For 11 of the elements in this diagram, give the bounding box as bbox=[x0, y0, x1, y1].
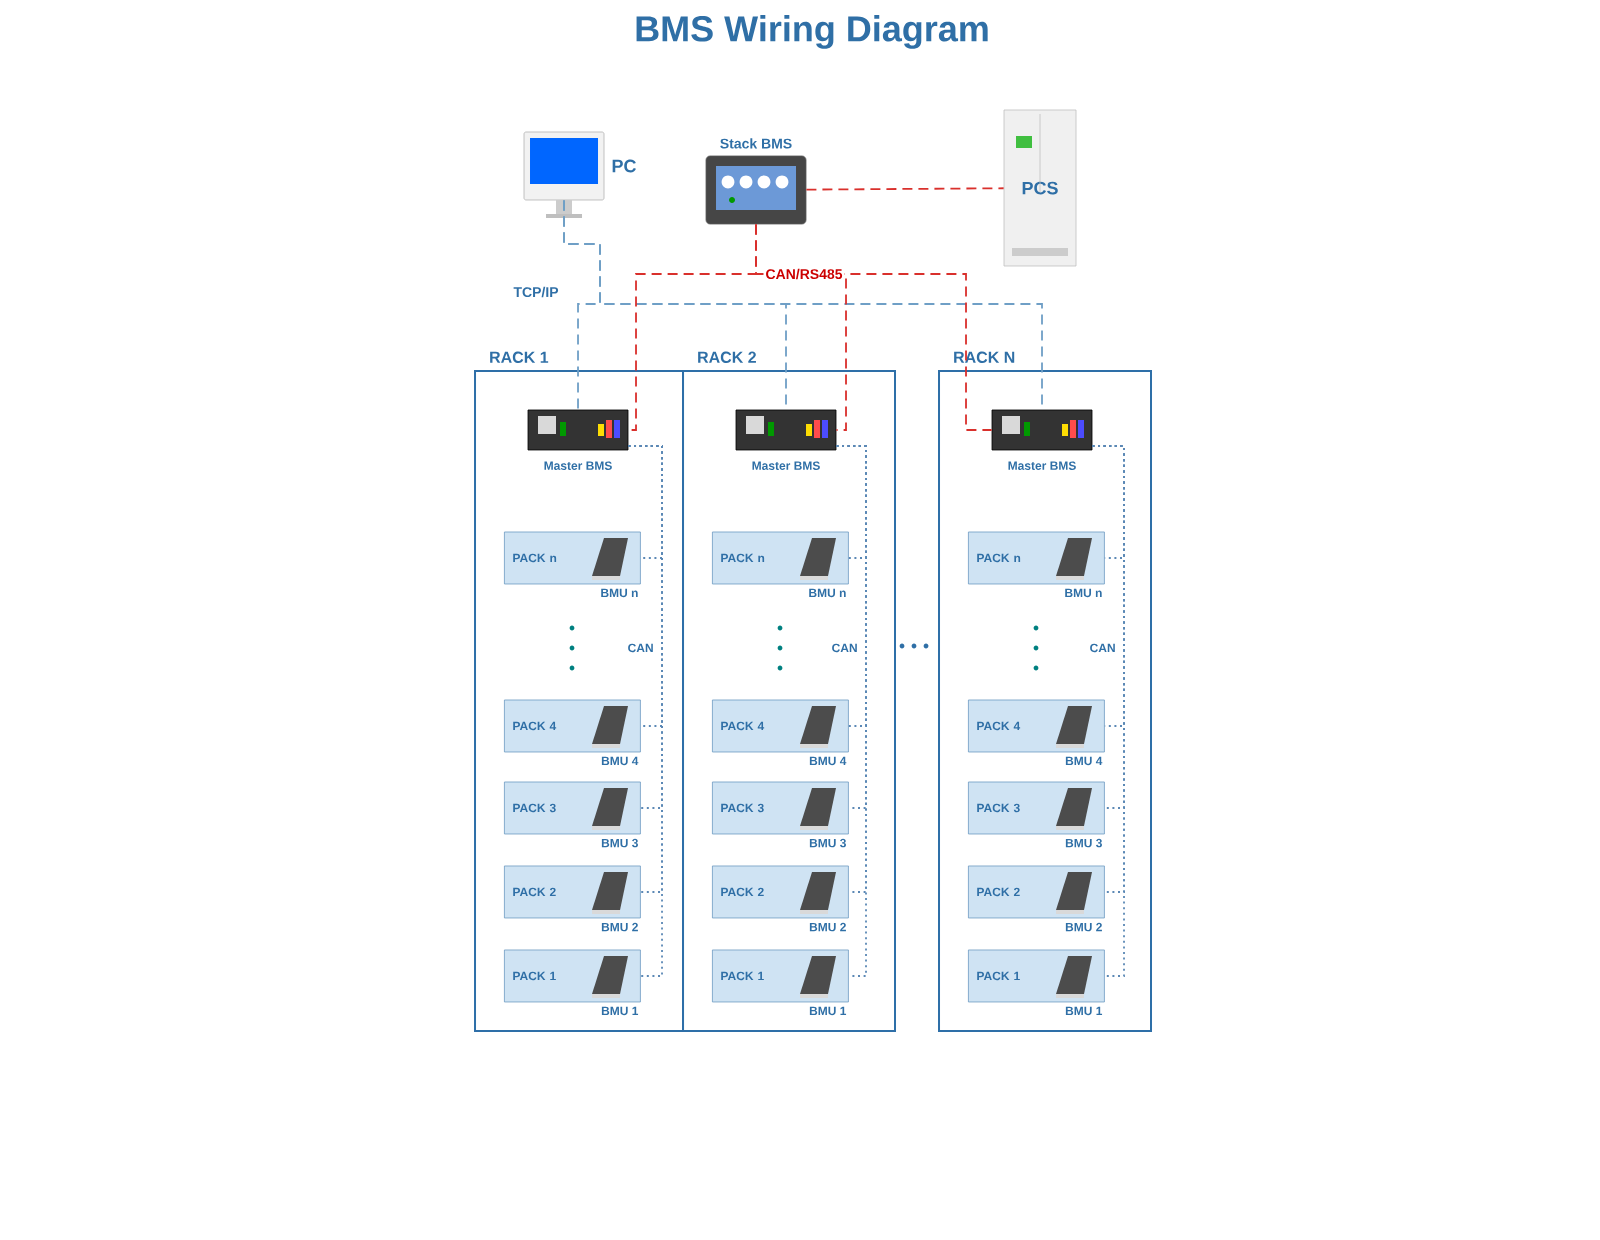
node-label: RACK 1 bbox=[490, 351, 549, 363]
connector-line bbox=[627, 445, 663, 977]
node-label: RACK 2 bbox=[698, 351, 756, 363]
computer-drawing: PC bbox=[523, 131, 636, 218]
connector-line bbox=[835, 445, 867, 977]
connector-line bbox=[805, 187, 1005, 191]
title: BMS Wiring Diagram bbox=[636, 15, 988, 49]
connector-line bbox=[1091, 445, 1125, 977]
node-label: RACK N bbox=[954, 351, 1015, 363]
cabinet-drawing: PCS bbox=[1003, 109, 1077, 267]
node-label: PC bbox=[612, 159, 636, 173]
